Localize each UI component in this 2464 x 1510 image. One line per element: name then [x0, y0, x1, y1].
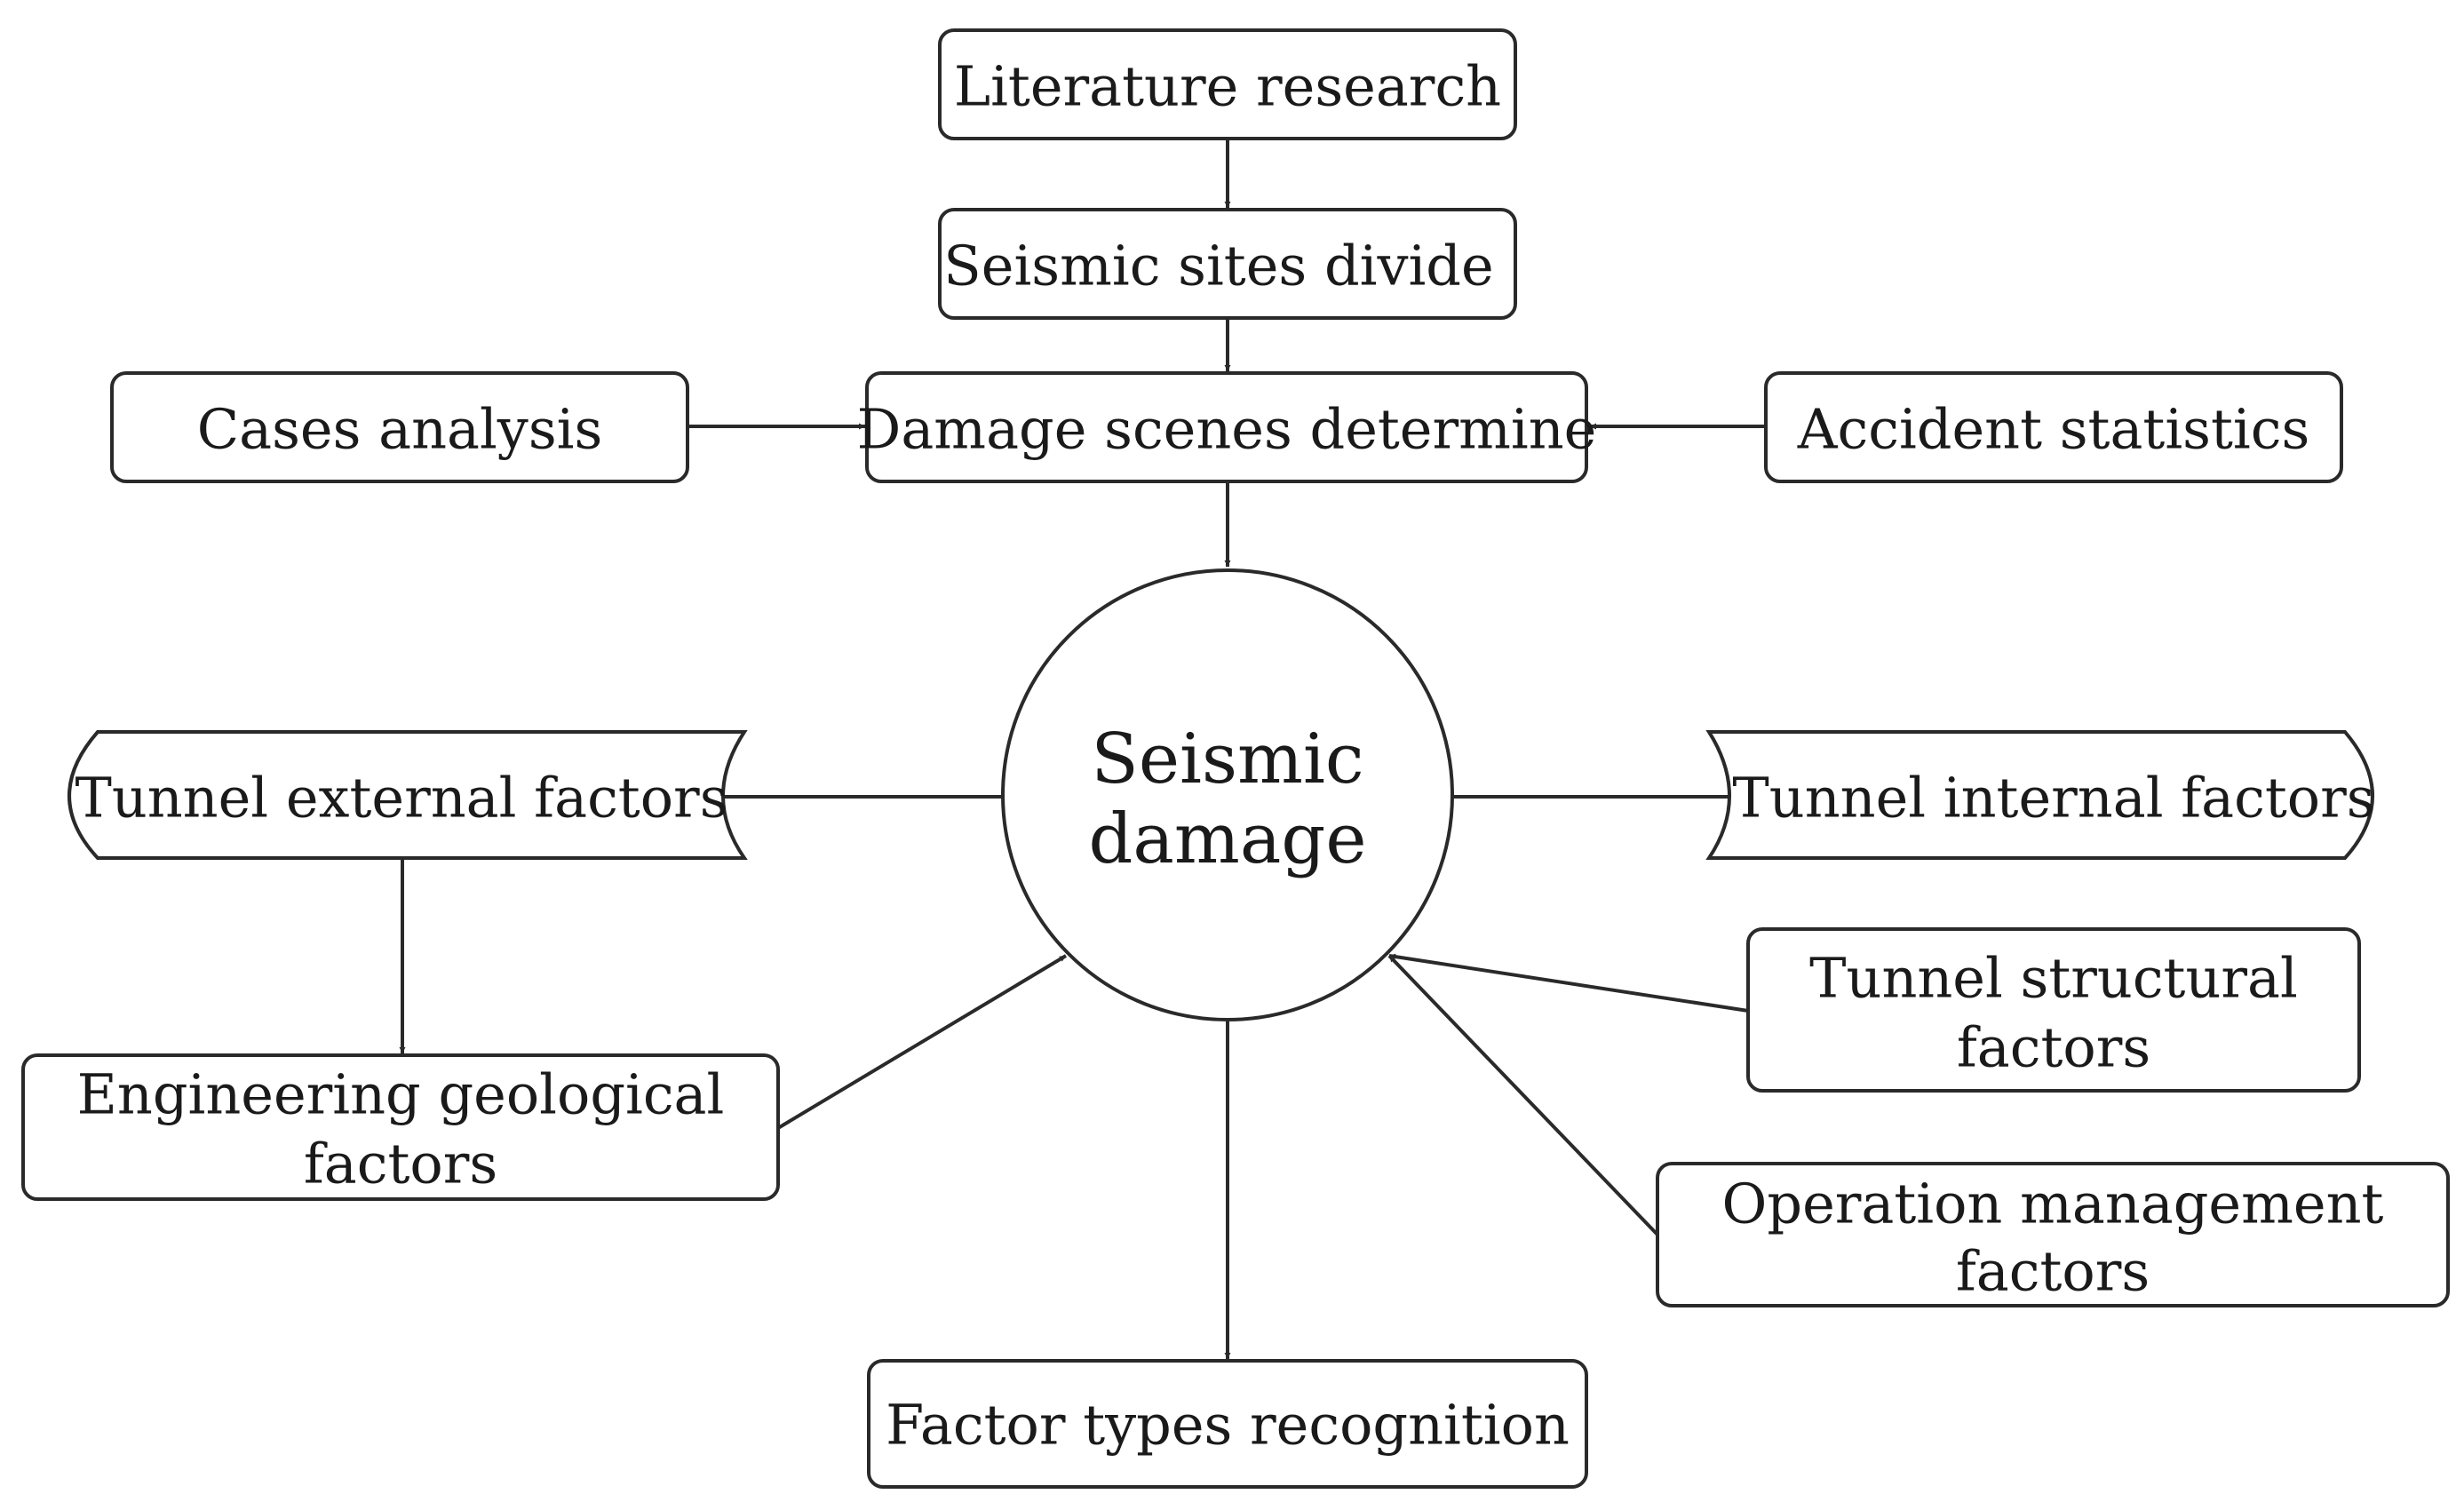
node-seismic-sites-divide-label: Seismic sites divide	[943, 234, 1493, 298]
node-damage-scenes-determine-label: Damage scenes determine	[857, 397, 1597, 462]
node-tunnel-external-factors-label: Tunnel external factors	[75, 766, 727, 830]
node-tunnel-structural-factors: Tunnel structural factors	[1746, 927, 2361, 1093]
connector-operation-to-damage	[1387, 954, 1659, 1236]
node-tunnel-structural-factors-label-line1: Tunnel structural	[1809, 946, 2298, 1011]
node-seismic-damage-label-line2: damage	[1089, 799, 1367, 879]
connector-geological-to-damage	[776, 954, 1068, 1130]
node-engineering-geological-factors: Engineering geological factors	[21, 1053, 780, 1201]
node-tunnel-external-factors: Tunnel external factors	[68, 730, 748, 860]
node-operation-management-factors: Operation management factors	[1656, 1162, 2450, 1307]
node-operation-management-factors-label-line2: factors	[1956, 1239, 2150, 1304]
node-seismic-sites-divide: Seismic sites divide	[938, 208, 1517, 320]
node-cases-analysis: Cases analysis	[110, 371, 689, 483]
node-engineering-geological-factors-label-line2: factors	[304, 1132, 497, 1196]
node-accident-statistics: Accident statistics	[1764, 371, 2343, 483]
node-cases-analysis-label: Cases analysis	[197, 397, 603, 462]
node-literature-research-label: Literature research	[954, 54, 1501, 119]
connector-structural-to-damage	[1388, 953, 1749, 1013]
node-tunnel-internal-factors: Tunnel internal factors	[1705, 730, 2375, 860]
node-damage-scenes-determine: Damage scenes determine	[857, 371, 1597, 483]
node-seismic-damage: Seismic damage	[1001, 568, 1454, 1021]
node-factor-types-recognition-label: Factor types recognition	[886, 1393, 1570, 1458]
node-tunnel-structural-factors-label-line2: factors	[1957, 1015, 2150, 1080]
node-factor-types-recognition: Factor types recognition	[867, 1359, 1588, 1489]
node-engineering-geological-factors-label-line1: Engineering geological	[77, 1062, 725, 1127]
node-literature-research: Literature research	[938, 28, 1517, 140]
node-tunnel-internal-factors-label: Tunnel internal factors	[1732, 766, 2374, 830]
node-accident-statistics-label: Accident statistics	[1797, 397, 2310, 462]
node-seismic-damage-label-line1: Seismic	[1091, 719, 1363, 799]
node-operation-management-factors-label-line1: Operation management	[1722, 1172, 2384, 1236]
